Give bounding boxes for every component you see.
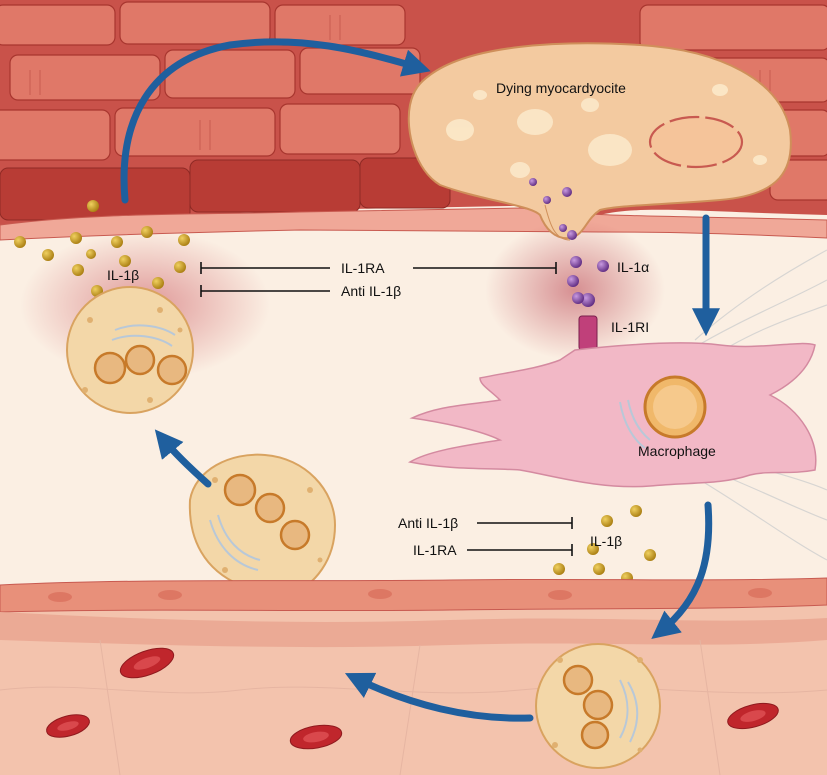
label-macrophage: Macrophage: [638, 443, 716, 459]
macrophage-cell: [407, 342, 817, 488]
il1ri-receptor: [578, 315, 598, 351]
label-dying-myocardiocyte: Dying myocardyocite: [496, 80, 626, 96]
neutrophil-top-left: [66, 286, 194, 414]
label-anti-il1b-top: Anti IL-1β: [341, 283, 402, 299]
neutrophil-bottom-right: [535, 643, 661, 769]
label-il1ra-bottom: IL-1RA: [413, 542, 457, 558]
label-il1ri: IL-1RI: [611, 319, 650, 335]
inhibition-line-icon: [200, 262, 573, 556]
label-il1a: IL-1α: [617, 259, 650, 275]
dying-myocardiocyte: [407, 42, 792, 241]
label-il1ra-top: IL-1RA: [341, 260, 385, 276]
inflammation-glow-right: [485, 220, 665, 360]
label-il1b-left: IL-1β: [107, 267, 140, 283]
label-anti-il1b-bottom: Anti IL-1β: [398, 515, 459, 531]
label-il1b-right: IL-1β: [590, 533, 623, 549]
il1a-particles: [529, 178, 609, 307]
blood-vessel: [0, 577, 827, 775]
il1b-particles-left: [14, 200, 190, 297]
flow-arrow-icon: [120, 38, 720, 722]
